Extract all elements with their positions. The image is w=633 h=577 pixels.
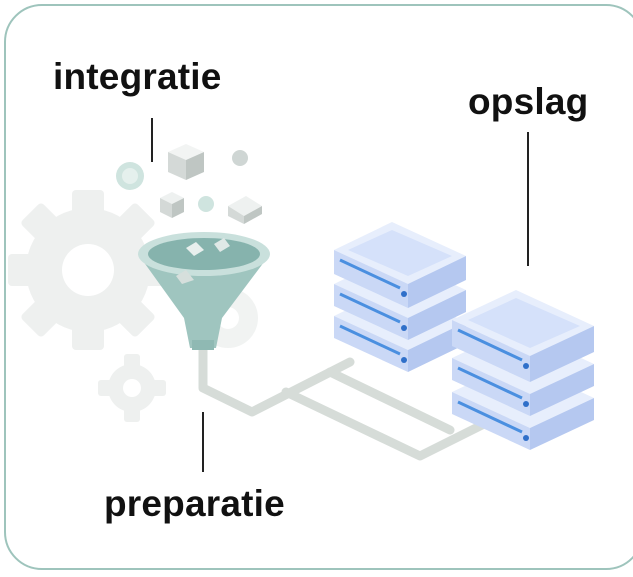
data-bubble <box>198 196 214 212</box>
server-icon <box>452 290 594 382</box>
data-bubble <box>232 150 248 166</box>
small-gear-icon <box>98 354 166 422</box>
large-gear-icon <box>8 190 168 350</box>
label-preparatie: preparatie <box>104 483 285 524</box>
funnel-icon <box>138 232 270 350</box>
data-bubble <box>122 168 138 184</box>
server-icon <box>334 222 466 308</box>
cube-icon <box>168 144 204 180</box>
server-stack-right <box>452 290 594 450</box>
cube-icon <box>160 192 184 218</box>
cube-icon <box>228 196 262 224</box>
label-opslag: opslag <box>468 81 589 122</box>
pipe-network <box>198 343 497 461</box>
label-integratie: integratie <box>53 56 222 97</box>
server-stack-left <box>334 222 466 372</box>
